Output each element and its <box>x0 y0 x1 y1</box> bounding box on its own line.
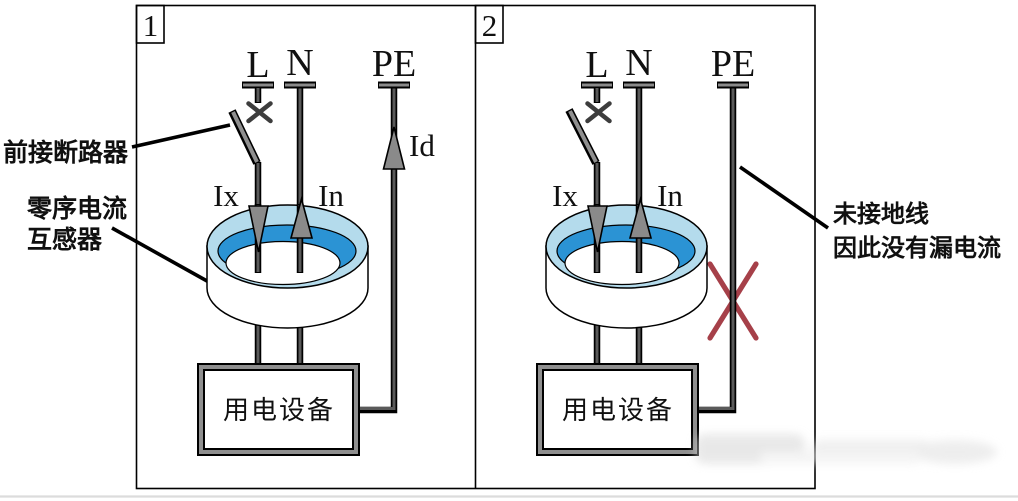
terminal-l <box>581 81 613 103</box>
breaker-callout-line <box>131 123 231 149</box>
device-label: 用电设备 <box>223 396 335 425</box>
l-label: L <box>585 44 608 86</box>
device-label: 用电设备 <box>562 396 674 425</box>
ix-label: Ix <box>552 178 578 213</box>
ix-arrow-icon <box>587 205 608 253</box>
breaker-contact-x-icon <box>585 101 612 124</box>
in-label: In <box>318 178 344 213</box>
ring-wire-overlays <box>248 195 314 273</box>
device-box: 用电设备 <box>197 363 360 456</box>
callout-no-ground: 未接地线 因此没有漏电流 <box>738 165 1001 262</box>
callout-ct: 零序电流 互感器 <box>26 194 217 288</box>
ring-hole <box>225 240 341 286</box>
ct-label-line1: 零序电流 <box>26 194 127 223</box>
no-ground-note-line1: 未接地线 <box>833 201 929 228</box>
id-arrow-icon <box>382 126 406 170</box>
in-arrow-icon <box>628 195 653 239</box>
ct-callout-line <box>111 226 217 288</box>
in-arrow-icon <box>289 195 314 239</box>
blurred-watermark <box>695 434 997 464</box>
panel-1-number: 1 <box>143 8 159 43</box>
breaker-contact-x-icon <box>246 101 273 124</box>
n-label: N <box>625 42 652 84</box>
ct-ring <box>206 204 369 329</box>
breaker-blade <box>565 108 600 165</box>
pe-label: PE <box>711 43 755 85</box>
ring-wire-overlays <box>587 195 653 273</box>
panel-2: 2 <box>474 4 1001 456</box>
panel-1-number-box <box>135 4 165 44</box>
ct-label-line2: 互感器 <box>27 225 103 254</box>
in-label: In <box>657 178 683 213</box>
pe-label: PE <box>372 43 416 85</box>
l-label: L <box>246 44 269 86</box>
panel-2-number: 2 <box>482 8 498 43</box>
id-label: Id <box>409 128 435 163</box>
ix-label: Ix <box>213 178 239 213</box>
ix-arrow-icon <box>248 205 269 253</box>
terminal-l <box>242 81 274 103</box>
breaker-blade <box>228 109 261 165</box>
callout-breaker: 前接断路器 <box>3 123 231 167</box>
ct-ring <box>545 204 708 329</box>
ring-hole <box>564 240 680 286</box>
panel-2-number-box <box>474 4 504 44</box>
n-label: N <box>286 42 313 84</box>
no-ground-note-line2: 因此没有漏电流 <box>833 235 1001 262</box>
panel-1: 1 Id <box>135 4 435 456</box>
device-box: 用电设备 <box>536 363 699 456</box>
no-ground-callout-line <box>738 165 830 230</box>
breaker-label: 前接断路器 <box>3 138 129 167</box>
